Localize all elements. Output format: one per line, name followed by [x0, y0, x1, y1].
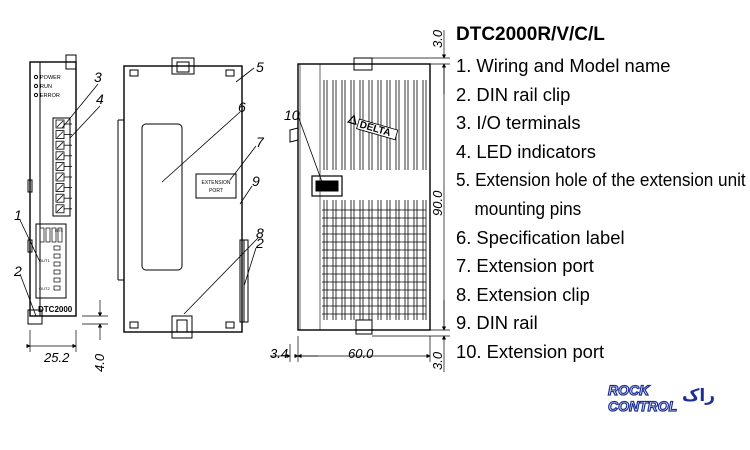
legend-item-label: I/O terminals — [476, 112, 581, 134]
legend-item-5: 5. Extension hole of the extension unit m… — [456, 166, 746, 223]
legend-item-continuation: mounting pins — [474, 197, 582, 219]
logo-text-script: راک — [682, 386, 715, 406]
ext-port-label-line1: EXTENSION — [202, 180, 231, 186]
front-callout-6: 6 — [238, 99, 246, 115]
led-label-run: RUN — [40, 84, 52, 90]
legend-item-10: 10. Extension port — [456, 338, 746, 367]
legend-item-4: 4. LED indicators — [456, 138, 746, 167]
model-label: DTC2000 — [38, 305, 73, 314]
legend-item-text: 4. — [456, 140, 472, 162]
legend-item-label: Extension clip — [476, 283, 590, 305]
switch-label-out1: OUT1 — [39, 258, 50, 263]
side-dim-bottom: 4.0 — [92, 353, 107, 372]
rear-extension-port — [311, 175, 343, 197]
legend-item-7: 7. Extension port — [456, 252, 746, 281]
front-callout-2: 2 — [255, 235, 264, 251]
side-callout-4: 4 — [96, 91, 104, 107]
back-dim-height: 90.0 — [430, 190, 445, 216]
back-dim-left: 3.4 — [270, 346, 288, 361]
ext-port-label-line2: PORT — [209, 188, 223, 194]
back-dim-width: 60.0 — [348, 346, 374, 361]
rock-control-logo: ROCK CONTROL راک — [607, 381, 715, 414]
io-terminal-block — [52, 117, 71, 217]
logo-text-rock: ROCK — [608, 382, 650, 398]
back-dim-bottom: 3.0 — [430, 351, 445, 370]
logo-text-control: CONTROL — [608, 398, 677, 414]
legend-item-label: LED indicators — [476, 140, 596, 162]
specification-label-area — [141, 123, 183, 271]
legend-item-label: Extension port — [486, 340, 605, 362]
back-callout-10: 10 — [284, 107, 300, 123]
diagram-title: DTC2000R/V/C/L — [456, 24, 605, 45]
legend-item-label: Wiring and Model name — [476, 55, 671, 76]
side-callout-1: 1 — [14, 207, 22, 223]
legend-item-text: 2. — [456, 83, 472, 105]
front-callout-8: 8 — [256, 225, 264, 241]
run-led-icon — [33, 83, 39, 89]
legend-item-label: DIN rail clip — [476, 83, 571, 105]
legend-item-label: Specification label — [476, 226, 625, 248]
legend-item-3: 3. I/O terminals — [456, 109, 746, 138]
technical-drawing: POWER RUN ERROR RTS OUT1 OUT2 DTC2000 3 … — [13, 29, 450, 372]
side-callout-2: 2 — [13, 263, 22, 279]
front-view — [117, 57, 249, 339]
side-dim-width: 25.2 — [43, 350, 70, 365]
front-callout-7: 7 — [256, 134, 265, 150]
legend-item-text: 6. — [456, 226, 472, 248]
legend-item-text: 1. — [456, 55, 472, 76]
dip-switch-block — [35, 223, 67, 299]
led-label-error: ERROR — [40, 93, 60, 99]
front-callout-9: 9 — [252, 173, 260, 189]
back-view — [289, 57, 431, 335]
switch-label-rts: RTS — [55, 228, 63, 233]
switch-label-out2: OUT2 — [39, 286, 50, 291]
legend-item-label: DIN rail — [476, 312, 538, 334]
legend-item-9: 9. DIN rail — [456, 309, 746, 338]
legend-item-label: Extension port — [476, 255, 594, 277]
back-dim-top: 3.0 — [430, 29, 445, 48]
legend-item-6: 6. Specification label — [456, 224, 746, 253]
led-label-power: POWER — [40, 75, 61, 81]
legend-item-text: 9. — [456, 312, 472, 334]
side-view — [27, 54, 77, 325]
error-led-icon — [33, 92, 39, 98]
side-callout-3: 3 — [94, 69, 102, 85]
extension-port-label — [195, 173, 237, 199]
legend-item-2: 2. DIN rail clip — [456, 81, 746, 110]
legend-item-text: 3. — [456, 112, 472, 134]
legend-item-text: 7. — [456, 255, 472, 277]
legend-item-label: Extension hole of the extension unit — [475, 169, 746, 191]
legend-item-text: 10. — [456, 340, 482, 362]
delta-logo-icon: DELTA — [346, 114, 399, 141]
legend-item-8: 8. Extension clip — [456, 281, 746, 310]
legend-item-1: 1. Wiring and Model name — [456, 52, 746, 81]
legend-item-text: 5. — [456, 169, 471, 191]
legend-item-text: 8. — [456, 283, 472, 305]
front-callout-5: 5 — [256, 59, 264, 75]
power-led-icon — [33, 74, 39, 80]
